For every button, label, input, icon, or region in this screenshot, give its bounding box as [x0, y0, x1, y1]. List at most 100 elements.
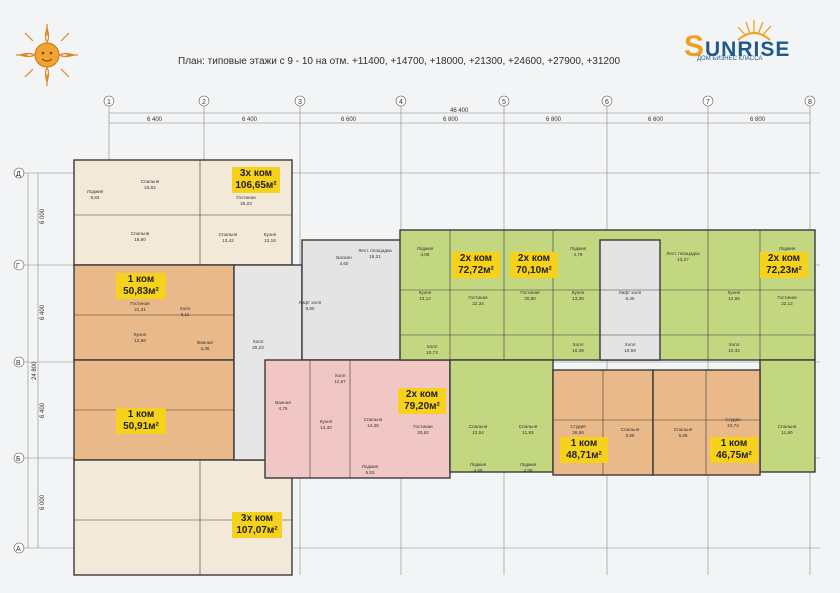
room-area: 14,35	[367, 423, 379, 428]
room-name: Балкон	[336, 255, 352, 260]
apartment-rooms: 1 ком	[720, 438, 748, 449]
room-name: Спальня	[131, 231, 150, 236]
apartment-badge: 2х ком 72,23м²	[760, 252, 808, 278]
dim-row-1: 6 000	[40, 208, 46, 224]
room-name: Студия	[570, 424, 586, 429]
room-area: 12,86	[728, 296, 740, 301]
room-area: 6,11	[181, 312, 190, 317]
room-area: 11,90	[781, 430, 793, 435]
room-name: Кухня	[264, 232, 277, 237]
apartment-badge: 1 ком 50,83м²	[116, 273, 166, 299]
dim-col-5: 6 800	[546, 117, 562, 123]
apartment-rooms: 1 ком	[570, 438, 598, 449]
room-area: 4,60	[340, 261, 349, 266]
sunrise-logo-icon	[737, 20, 772, 41]
apartment-area: 50,91м²	[123, 421, 159, 432]
room-area: 4,76	[279, 406, 288, 411]
brand-subtitle: ДОМ БИЗНЕС КЛАССА	[697, 56, 763, 62]
room-area: 8,80	[306, 306, 315, 311]
room-name: Спальня	[219, 232, 238, 237]
room-name: Спальня	[364, 417, 383, 422]
dim-col-3: 6 600	[341, 117, 357, 123]
room-area: 9,88	[679, 433, 688, 438]
apartment-area: 72,72м²	[458, 265, 494, 276]
apartment-badge: 3х ком 106,65м²	[232, 167, 280, 193]
room-area: 10,39	[572, 348, 584, 353]
room-name: Лоджия	[362, 464, 379, 469]
apartment-badge: 1 ком 48,71м²	[560, 437, 608, 463]
room-area: 20,80	[524, 296, 536, 301]
room-name: Гостиная	[413, 424, 433, 429]
apartment-area: 79,20м²	[404, 401, 440, 412]
room-area: 12,64	[472, 430, 484, 435]
room-area: 13,12	[419, 296, 431, 301]
room-area: 4,58	[524, 468, 533, 473]
apartment-area: 70,10м²	[516, 265, 552, 276]
room-area: 4,36	[201, 346, 210, 351]
apartment-rooms: 2х ком	[459, 253, 493, 264]
room-name: Кухня	[320, 419, 333, 424]
room-name: Студия	[725, 417, 741, 422]
room-name: Кухня	[419, 290, 432, 295]
brand-initial: S	[684, 30, 706, 63]
room-name: Спальня	[674, 427, 693, 432]
room-area: 4,79	[574, 252, 583, 257]
brand-word: UNRISE	[705, 38, 791, 61]
sun-logo-icon	[16, 24, 78, 86]
dim-row-3: 6 400	[40, 402, 46, 418]
room-name: Холл	[253, 339, 264, 344]
axis-row-b: Б	[16, 456, 21, 463]
interior-walls	[74, 160, 815, 575]
room-name: Лоджия	[520, 462, 537, 467]
dim-col-1: 6 400	[147, 117, 163, 123]
room-area: 4,09	[421, 252, 430, 257]
axis-col-7: 7	[706, 99, 710, 106]
room-area: 13,27	[677, 257, 689, 262]
building-footprint	[73, 159, 816, 576]
room-name: Холл	[427, 344, 438, 349]
room-name: Гостиная	[520, 290, 540, 295]
room-name: Гостиная	[130, 301, 150, 306]
room-area: 26,56	[572, 430, 584, 435]
room-name: Лифт холл	[299, 300, 322, 305]
room-area: 4,56	[474, 468, 483, 473]
room-name: Лест. площадка	[666, 251, 700, 256]
room-name: Гостиная	[236, 195, 256, 200]
page-title: План: типовые этажи с 9 - 10 на отм. +11…	[178, 56, 621, 67]
room-name: Лоджия	[417, 246, 434, 251]
room-area: 12,67	[334, 379, 346, 384]
room-name: Лоджия	[470, 462, 487, 467]
room-name: Ванная	[197, 340, 213, 345]
room-name: Спальня	[141, 179, 160, 184]
axis-row-a: А	[16, 546, 21, 553]
room-area: 22,34	[472, 301, 484, 306]
room-name: Гостиная	[777, 295, 797, 300]
apartment-badge: 1 ком 50,91м²	[116, 408, 166, 434]
room-area: 13,42	[222, 238, 234, 243]
axis-col-4: 4	[399, 99, 403, 106]
axis-col-2: 2	[202, 99, 206, 106]
apartment-area: 46,75м²	[716, 450, 752, 461]
room-name: Спальня	[469, 424, 488, 429]
axis-row-g: Г	[16, 263, 20, 270]
room-area: 23,62	[144, 185, 156, 190]
dim-total-height: 24 800	[32, 361, 38, 380]
room-name: Гостиная	[468, 295, 488, 300]
dim-col-7: 6 800	[750, 117, 766, 123]
room-area: 10,59	[624, 348, 636, 353]
axis-col-5: 5	[502, 99, 506, 106]
room-name: Лифт холл	[619, 290, 642, 295]
room-area: 21,31	[134, 307, 146, 312]
apartment-badge: 2х ком 72,72м²	[452, 252, 500, 278]
room-name: Лоджия	[87, 189, 104, 194]
axis-col-6: 6	[605, 99, 609, 106]
apartment-rooms: 1 ком	[127, 409, 155, 420]
apartment-badge: 2х ком 79,20м²	[398, 388, 446, 414]
room-name: Спальня	[519, 424, 538, 429]
dim-row-4: 6 000	[40, 494, 46, 510]
room-area: 9,89	[626, 433, 635, 438]
apartment-badge: 1 ком 46,75м²	[710, 437, 758, 463]
room-labels: Лоджия 8,83 Спальня 23,62 Гостиная 25,03…	[87, 179, 797, 475]
